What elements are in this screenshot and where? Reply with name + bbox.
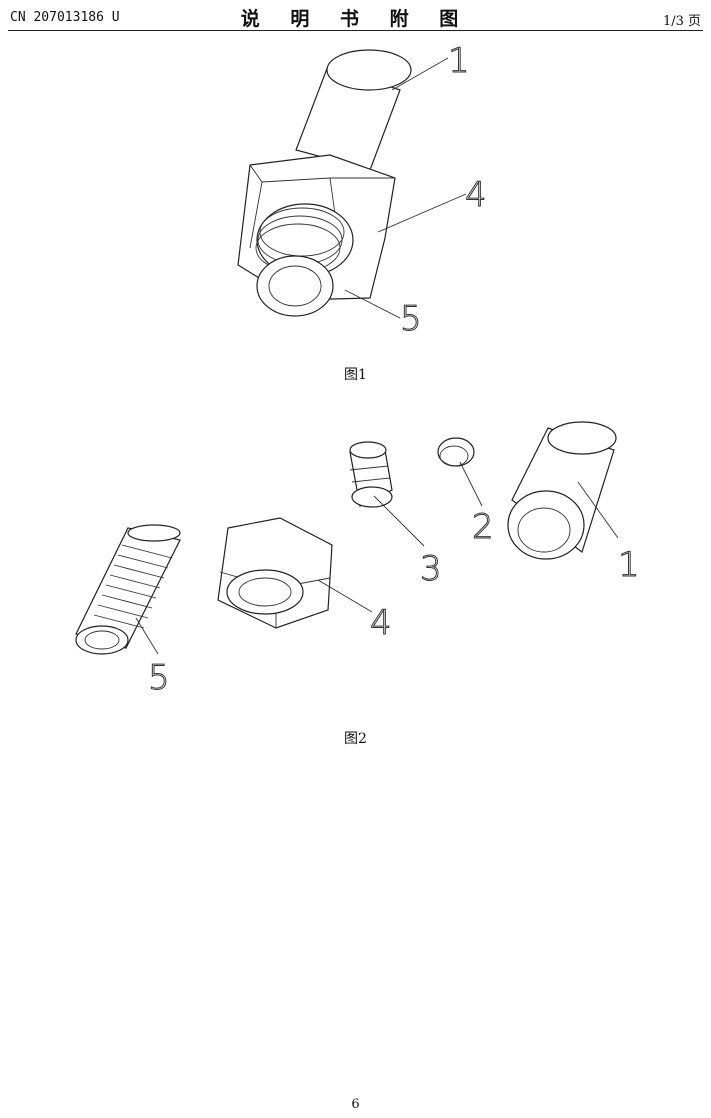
figure-2-drawing: 5 4 3 2 1 — [75, 421, 640, 699]
callout-1: 1 — [448, 41, 470, 81]
section-title: 说 明 书 附 图 — [240, 8, 471, 30]
page-number: 6 — [351, 1097, 360, 1112]
callout-4: 4 — [370, 603, 392, 643]
header-rule — [8, 30, 703, 31]
part-5-threaded-pipe — [75, 524, 181, 655]
leader-lines — [135, 461, 619, 655]
part-3-fitting-core — [349, 441, 393, 508]
document-number: CN 207013186 U — [10, 10, 120, 25]
part-1-cap — [507, 421, 617, 560]
page-count: 1/3 页 — [662, 14, 701, 29]
callout-5: 5 — [148, 658, 170, 698]
part-4-hex-nut — [217, 517, 333, 629]
callout-3: 3 — [420, 549, 442, 589]
figure-1-caption: 图1 — [344, 367, 367, 383]
figure-2-caption: 图2 — [344, 731, 367, 747]
callout-2: 2 — [472, 507, 494, 547]
cap-body — [289, 49, 412, 179]
leader-lines — [344, 57, 467, 319]
callout-4: 4 — [465, 175, 487, 215]
part-2-ring — [437, 437, 475, 467]
figure-1-drawing: 1 4 5 — [237, 41, 487, 340]
threaded-pipe — [255, 203, 354, 317]
callout-1: 1 — [618, 545, 640, 585]
callout-5: 5 — [400, 299, 422, 339]
